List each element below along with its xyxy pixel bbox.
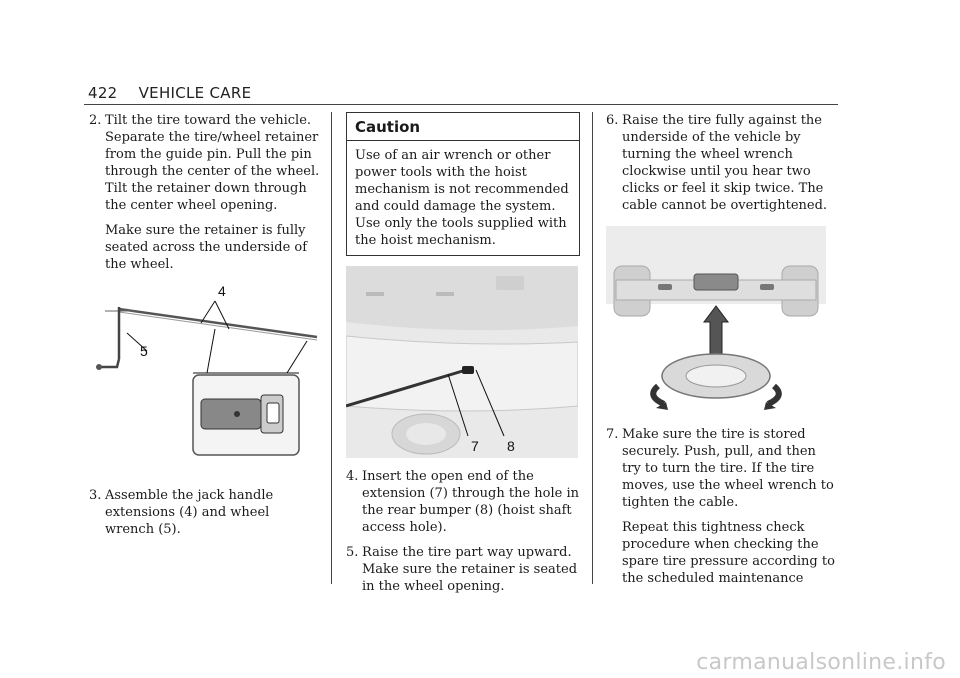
step-7: 7.Make sure the tire is stored securely.… [606,426,838,511]
column-1: 2.Tilt the tire toward the vehicle. Sepa… [89,112,321,546]
header-rule [84,104,838,105]
step-number: 4. [346,469,359,484]
callout-7: 7 [471,438,479,454]
step-text: Tilt the tire toward the vehicle. Separa… [105,113,320,213]
step-5: 5.Raise the tire part way upward. Make s… [346,544,580,595]
step-number: 7. [606,427,619,442]
step-4: 4.Insert the open end of the extension (… [346,468,580,536]
column-3: 6.Raise the tire fully against the under… [606,112,838,587]
rear-bumper-illustration [346,266,578,458]
caution-box: Caution Use of an air wrench or other po… [346,112,580,256]
bumper-figure: 7 8 [346,266,578,458]
watermark: carmanualsonline.info [696,650,946,675]
step-3: 3.Assemble the jack handle extensions (4… [89,487,321,538]
step-number: 6. [606,113,619,128]
tire-raise-figure [606,226,826,410]
step-text: Raise the tire part way upward. Make sur… [362,545,578,594]
step-7-note: Repeat this tightness check procedure wh… [622,520,835,586]
column-divider [592,112,593,584]
section-title: VEHICLE CARE [138,84,252,102]
step-text: Insert the open end of the extension (7)… [362,469,579,535]
step-number: 5. [346,545,359,560]
tire-raise-illustration [606,226,826,410]
jack-handle-illustration [96,300,318,456]
page-header: 422 VEHICLE CARE [88,84,251,102]
step-6: 6.Raise the tire fully against the under… [606,112,838,214]
step-text: Make sure the tire is stored securely. P… [622,427,834,510]
step-2: 2.Tilt the tire toward the vehicle. Sepa… [89,112,321,214]
page-number: 422 [88,84,118,102]
step-text: Raise the tire fully against the undersi… [622,113,828,213]
caution-title: Caution [347,113,579,141]
caution-body: Use of an air wrench or other power tool… [355,148,569,248]
callout-5: 5 [140,343,148,359]
column-2: Caution Use of an air wrench or other po… [346,112,580,603]
step-number: 2. [89,113,102,128]
step-number: 3. [89,488,102,503]
step-2-note: Make sure the retainer is fully seated a… [105,223,308,272]
jack-handle-figure: 4 5 [89,283,321,469]
callout-8: 8 [507,438,515,454]
callout-4: 4 [218,283,226,299]
step-text: Assemble the jack handle extensions (4) … [105,488,274,537]
column-divider [331,112,332,584]
